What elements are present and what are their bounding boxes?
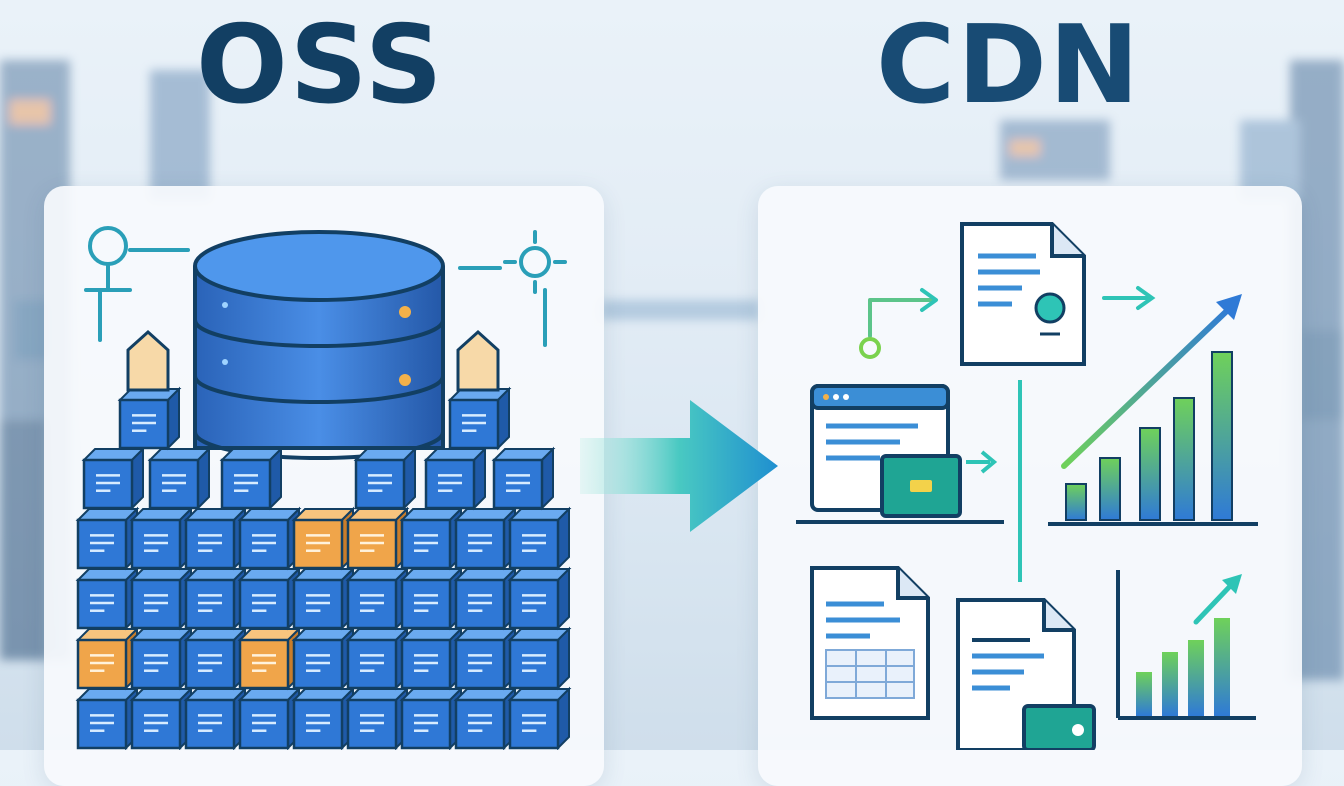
spreadsheet-document-icon bbox=[810, 566, 930, 720]
small-chart-icon bbox=[1116, 570, 1256, 720]
document-icon bbox=[960, 222, 1086, 366]
lightbulb-icon bbox=[84, 226, 190, 342]
storage-block bbox=[453, 686, 518, 750]
storage-block bbox=[81, 446, 146, 511]
cdn-illustration bbox=[796, 222, 1258, 750]
storage-block bbox=[507, 566, 572, 631]
arrow-right-icon bbox=[1102, 286, 1156, 310]
transfer-arrow bbox=[580, 400, 778, 532]
storage-block bbox=[129, 626, 194, 691]
storage-block bbox=[345, 686, 410, 750]
background-scene bbox=[0, 60, 1344, 680]
browser-window-icon bbox=[810, 384, 998, 518]
storage-block bbox=[491, 446, 556, 511]
oss-title: OSS bbox=[196, 3, 445, 128]
storage-block bbox=[345, 506, 410, 571]
storage-block bbox=[353, 446, 418, 511]
storage-block bbox=[507, 686, 572, 750]
storage-block bbox=[183, 686, 248, 750]
file-icon bbox=[956, 598, 1096, 750]
storage-block bbox=[219, 446, 284, 511]
storage-block bbox=[147, 446, 212, 511]
storage-block bbox=[447, 386, 512, 451]
cdn-title: CDN bbox=[876, 3, 1142, 128]
storage-block bbox=[117, 386, 182, 451]
tag-icon bbox=[456, 329, 500, 392]
storage-block bbox=[183, 566, 248, 631]
storage-blocks bbox=[75, 329, 572, 750]
storage-block bbox=[399, 626, 464, 691]
growth-chart-icon bbox=[1048, 294, 1258, 526]
storage-block bbox=[291, 506, 356, 571]
tag-icon bbox=[126, 329, 170, 392]
storage-block bbox=[507, 626, 572, 691]
oss-illustration bbox=[75, 226, 572, 750]
storage-block bbox=[423, 446, 488, 511]
gear-icon bbox=[458, 230, 567, 347]
storage-block bbox=[507, 506, 572, 571]
database-icon bbox=[193, 230, 445, 460]
flow-arrow-icon bbox=[859, 288, 938, 359]
